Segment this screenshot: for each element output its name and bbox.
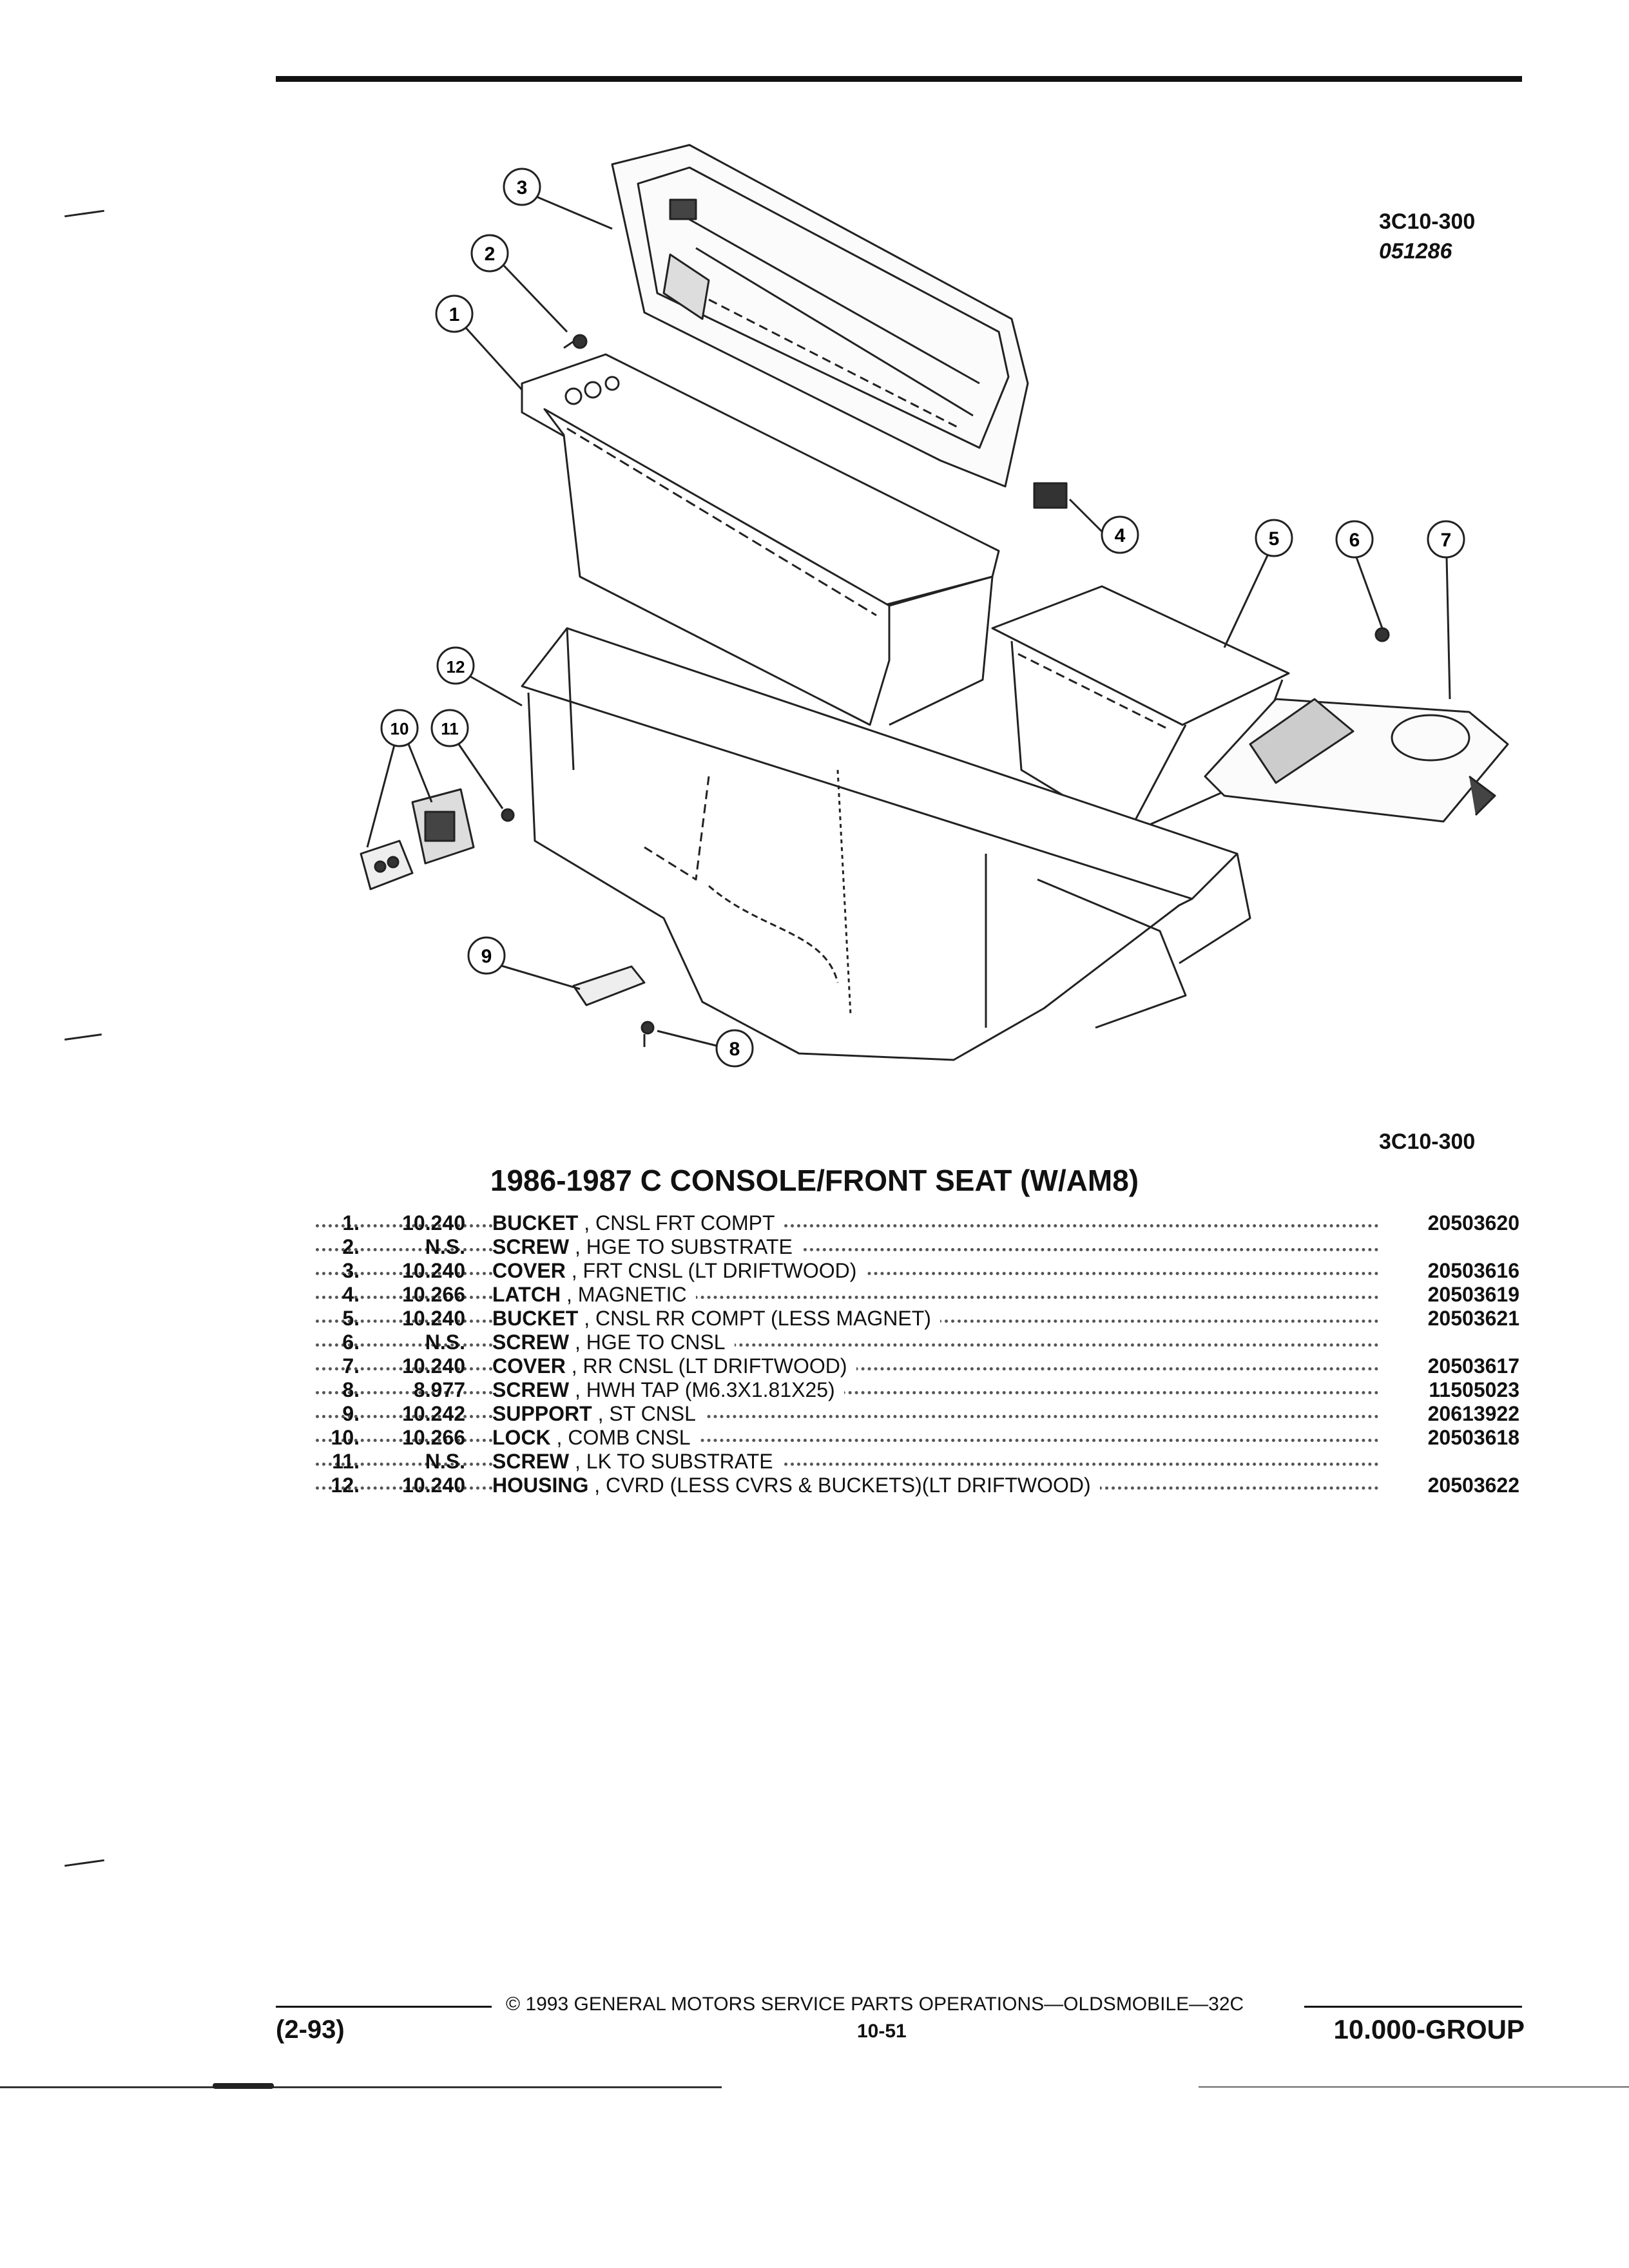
- binder-mark: [64, 1859, 104, 1867]
- magnetic-latch-part: [1033, 482, 1068, 509]
- svg-text:9: 9: [481, 946, 492, 967]
- svg-text:10: 10: [390, 719, 409, 738]
- front-compartment-bucket-part: [521, 353, 1000, 726]
- date-code: (2-93): [276, 2015, 345, 2044]
- callout-3: 3: [503, 168, 541, 206]
- figure-code: 3C10-300: [1379, 209, 1476, 234]
- callout-1: 1: [435, 294, 474, 333]
- callout-7: 7: [1427, 520, 1465, 559]
- callout-9: 9: [467, 936, 506, 975]
- svg-text:12: 12: [447, 657, 465, 677]
- svg-text:7: 7: [1441, 530, 1452, 551]
- exploded-parts-illustration: 3 2 1 4 5 6 7 12 10 11 9 8: [360, 144, 1509, 1068]
- svg-text:4: 4: [1115, 525, 1126, 546]
- rear-console-cover-part: [1204, 698, 1509, 823]
- footer-rule-left: [276, 2006, 492, 2008]
- callout-6: 6: [1335, 520, 1374, 559]
- callout-4: 4: [1101, 515, 1139, 554]
- figure-code-bottom: 3C10-300: [1379, 1129, 1476, 1154]
- seat-support-part: [572, 965, 646, 1006]
- callout-5: 5: [1255, 519, 1293, 557]
- figure-date: 051286: [1379, 239, 1452, 264]
- callout-group: 3 2 1 4 5 6 7 12 10 11 9 8: [380, 168, 1465, 1068]
- binder-mark: [64, 1033, 102, 1041]
- page-title: 1986-1987 C CONSOLE/FRONT SEAT (W/AM8): [490, 1164, 1139, 1197]
- cover-screw-part: [1374, 627, 1390, 642]
- svg-text:11: 11: [441, 719, 459, 738]
- callout-12: 12: [436, 646, 475, 685]
- svg-text:3: 3: [517, 177, 528, 198]
- binder-mark: [64, 209, 104, 218]
- lock-screw-part: [501, 808, 515, 822]
- group-label: 10.000-GROUP: [1333, 2014, 1525, 2044]
- callout-2: 2: [470, 234, 509, 273]
- svg-text:5: 5: [1269, 528, 1280, 550]
- rear-compartment-bucket-part: [991, 585, 1290, 836]
- footer-rule-right: [1304, 2006, 1522, 2008]
- combination-lock-part: [411, 788, 475, 865]
- bottom-scan-mark: [213, 2083, 274, 2089]
- bottom-scan-line: [0, 2086, 722, 2088]
- covered-housing-part: [521, 627, 1251, 1061]
- copyright-line: © 1993 GENERAL MOTORS SERVICE PARTS OPER…: [506, 1994, 1244, 2015]
- callout-8: 8: [715, 1029, 754, 1068]
- svg-text:6: 6: [1349, 530, 1360, 551]
- parts-row: 11.N.S.SCREW , LK TO SUBSTRATE: [316, 1450, 1527, 1474]
- bottom-scan-line-right: [1199, 2086, 1629, 2088]
- svg-text:1: 1: [449, 304, 460, 325]
- page-number: 10-51: [857, 2021, 907, 2042]
- top-rule: [276, 76, 1522, 82]
- front-console-cover-part: [611, 144, 1029, 488]
- tap-screw-part: [641, 1021, 655, 1047]
- parts-row: 2.N.S.SCREW , HGE TO SUBSTRATE: [316, 1235, 1527, 1259]
- svg-text:8: 8: [729, 1039, 740, 1060]
- svg-text:2: 2: [485, 244, 496, 265]
- lock-bezel-part: [360, 840, 414, 890]
- parts-row: 6.N.S.SCREW , HGE TO CNSL: [316, 1331, 1527, 1354]
- leader-lines: [366, 192, 1451, 1048]
- callout-11: 11: [430, 709, 469, 747]
- callout-10: 10: [380, 709, 419, 747]
- hinge-screw-part: [563, 334, 588, 349]
